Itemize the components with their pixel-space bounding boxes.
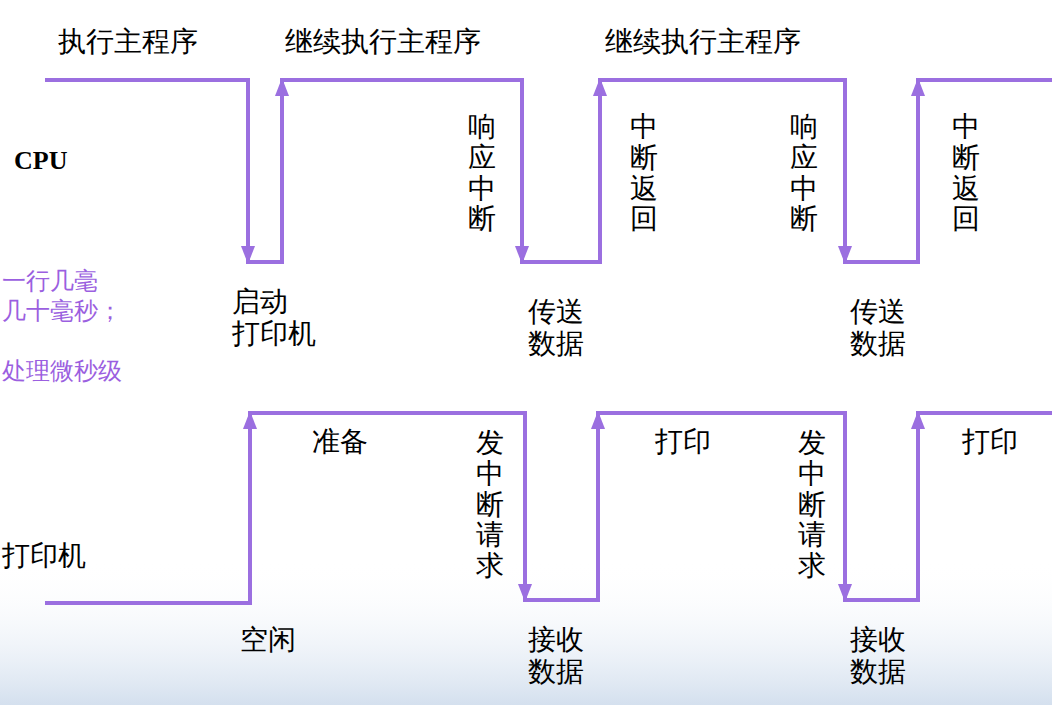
event-label: 中断返回 xyxy=(630,112,658,235)
state-label: 打印 xyxy=(655,426,711,458)
side-note: 一行几毫 xyxy=(2,268,98,296)
event-label: 响应中断 xyxy=(790,112,818,235)
signal-name: 打印机 xyxy=(2,540,86,572)
state-label: 准备 xyxy=(312,426,368,458)
arrowheads xyxy=(241,78,925,602)
event-label: 接收 数据 xyxy=(528,624,592,688)
event-label: 中断返回 xyxy=(952,112,980,235)
signal-name: CPU xyxy=(14,146,67,176)
event-label: 传送 数据 xyxy=(528,296,592,360)
cpu-phase-label: 继续执行主程序 xyxy=(285,26,481,58)
state-label: 空闲 xyxy=(240,624,296,656)
state-label: 打印 xyxy=(962,426,1018,458)
event-label: 启动 打印机 xyxy=(232,286,324,350)
event-label: 发中断请求 xyxy=(476,428,504,582)
event-label: 发中断请求 xyxy=(798,428,826,582)
cpu-phase-label: 执行主程序 xyxy=(58,26,198,58)
side-note: 处理微秒级 xyxy=(2,358,122,386)
cpu-waveform xyxy=(45,80,1052,262)
event-label: 传送 数据 xyxy=(850,296,914,360)
printer-waveform xyxy=(45,413,1052,603)
event-label: 响应中断 xyxy=(468,112,496,235)
cpu-phase-label: 继续执行主程序 xyxy=(605,26,801,58)
side-note: 几十毫秒； xyxy=(2,298,122,326)
event-label: 接收 数据 xyxy=(850,624,914,688)
